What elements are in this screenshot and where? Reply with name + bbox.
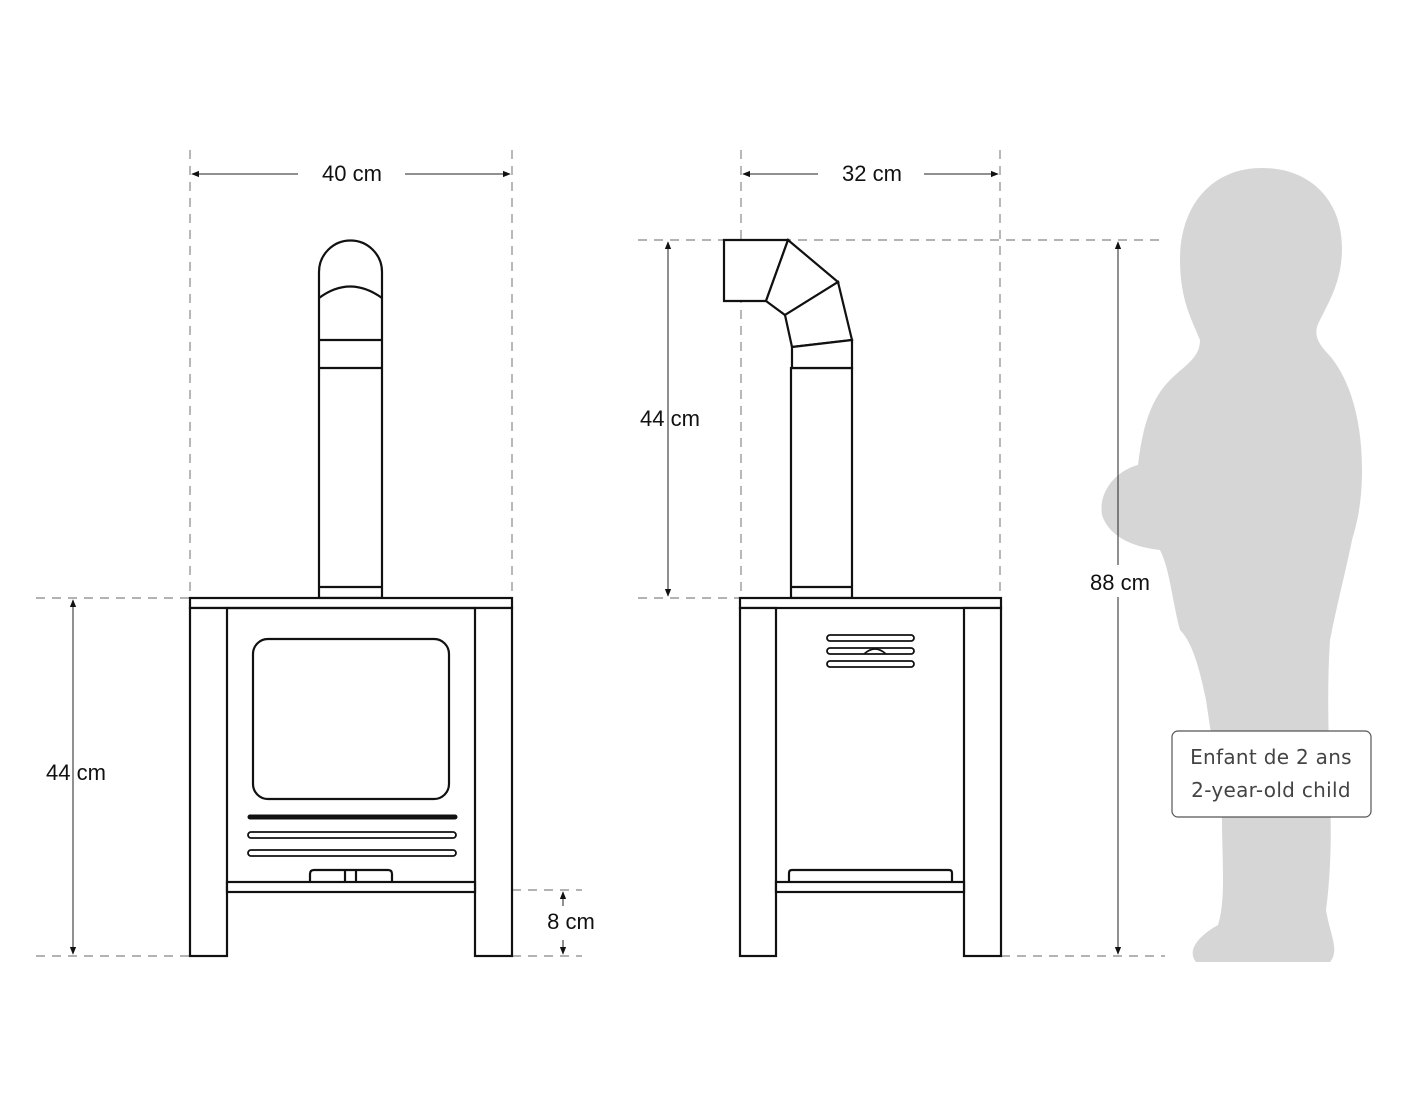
dimension-lines bbox=[69, 170, 1122, 955]
total-height-label: 88 cm bbox=[1090, 570, 1150, 595]
stove-front-view bbox=[188, 239, 514, 958]
stove-side-view bbox=[722, 238, 1003, 958]
leg-height-label: 8 cm bbox=[547, 909, 595, 934]
child-label-box: Enfant de 2 ans 2-year-old child bbox=[1171, 730, 1372, 818]
guide-lines bbox=[36, 150, 1165, 957]
body-height-label: 44 cm bbox=[46, 760, 106, 785]
side-depth-label: 32 cm bbox=[842, 161, 902, 186]
child-label-french: Enfant de 2 ans bbox=[1190, 745, 1352, 769]
child-label-english: 2-year-old child bbox=[1191, 778, 1351, 802]
chimney-height-label: 44 cm bbox=[640, 406, 700, 431]
front-width-label: 40 cm bbox=[322, 161, 382, 186]
